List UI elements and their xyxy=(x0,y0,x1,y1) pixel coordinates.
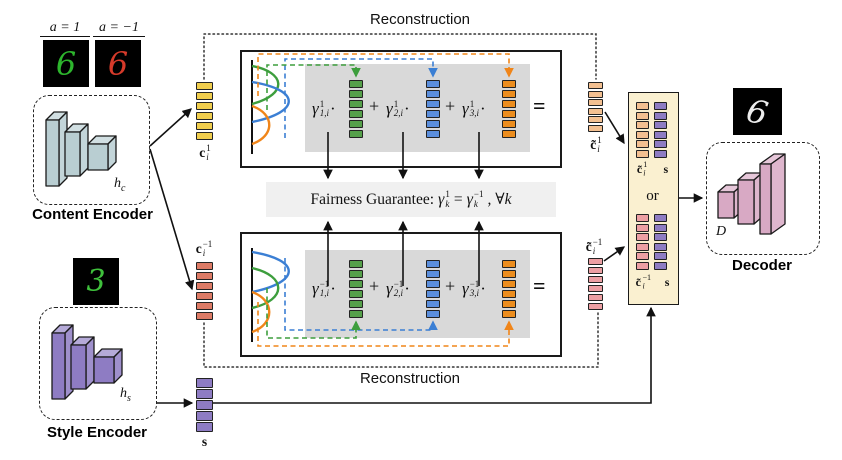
content-code-neg-vector xyxy=(196,262,213,321)
attribute-neg-label: a = −1 xyxy=(93,20,145,37)
digit-glyph: 6 xyxy=(55,44,77,83)
style-input-image: 3 xyxy=(73,258,119,305)
content-encoder-cnn-icon xyxy=(45,111,117,187)
plus-sign: + xyxy=(445,276,456,296)
reconstruction-bottom-label: Reconstruction xyxy=(359,370,461,387)
decoder-symbol: D xyxy=(716,224,727,239)
fairness-prefix: Fairness Guarantee: xyxy=(310,190,435,208)
decoder-caption: Decoder xyxy=(731,257,793,274)
digit-glyph: 3 xyxy=(86,264,106,299)
gaussian-curves-neg xyxy=(251,248,290,342)
h-subscript: c xyxy=(121,182,126,194)
style-code-label: s xyxy=(201,434,208,449)
reconstructed-code-pos-vector xyxy=(588,82,603,132)
component-vector-blue xyxy=(426,260,440,319)
reconstructed-code-neg-vector xyxy=(588,258,603,311)
combiner-code-neg-vector xyxy=(636,214,649,270)
reconstruction-top-label: Reconstruction xyxy=(369,11,471,28)
combiner-style-vector xyxy=(654,214,667,270)
content-encoder-caption: Content Encoder xyxy=(32,206,153,223)
fairness-equals: = xyxy=(453,190,463,208)
h-subscript: s xyxy=(127,392,131,404)
fairness-suffix: , ∀k xyxy=(487,191,512,208)
style-code-vector xyxy=(196,378,213,432)
equals-sign: = xyxy=(533,273,546,298)
plus-sign: + xyxy=(369,96,380,116)
or-label: or xyxy=(646,188,659,204)
component-vector-green xyxy=(349,260,363,319)
vector-symbol: c xyxy=(195,241,202,257)
component-vector-orange xyxy=(502,80,516,139)
mixture-equation-zone-pos xyxy=(305,64,530,152)
attribute-pos-label: a = 1 xyxy=(40,20,90,37)
component-vector-orange xyxy=(502,260,516,319)
mixture-equation-zone-neg xyxy=(305,250,530,338)
digit-glyph: 6 xyxy=(743,90,772,133)
style-encoder-symbol: hs xyxy=(120,386,131,404)
equals-sign: = xyxy=(533,93,546,118)
content-input-image-pos: 6 xyxy=(43,40,89,87)
content-input-image-neg: 6 xyxy=(95,40,141,87)
decoder-output-image: 6 xyxy=(733,88,782,135)
gaussian-curves-pos xyxy=(251,60,290,154)
digit-glyph: 6 xyxy=(107,44,129,83)
component-vector-green xyxy=(349,80,363,139)
vector-symbol: c xyxy=(199,145,206,161)
style-encoder-caption: Style Encoder xyxy=(46,424,148,441)
style-encoder-cnn-icon xyxy=(51,324,123,400)
content-encoder-symbol: hc xyxy=(114,176,125,194)
plus-sign: + xyxy=(369,276,380,296)
content-code-pos-vector xyxy=(196,82,213,141)
h-symbol: h xyxy=(120,386,127,401)
decoder-cnn-icon xyxy=(717,153,786,235)
component-vector-blue xyxy=(426,80,440,139)
h-symbol: h xyxy=(114,176,121,191)
combiner-code-pos-vector xyxy=(636,102,649,158)
plus-sign: + xyxy=(445,96,456,116)
combiner-style-vector xyxy=(654,102,667,158)
